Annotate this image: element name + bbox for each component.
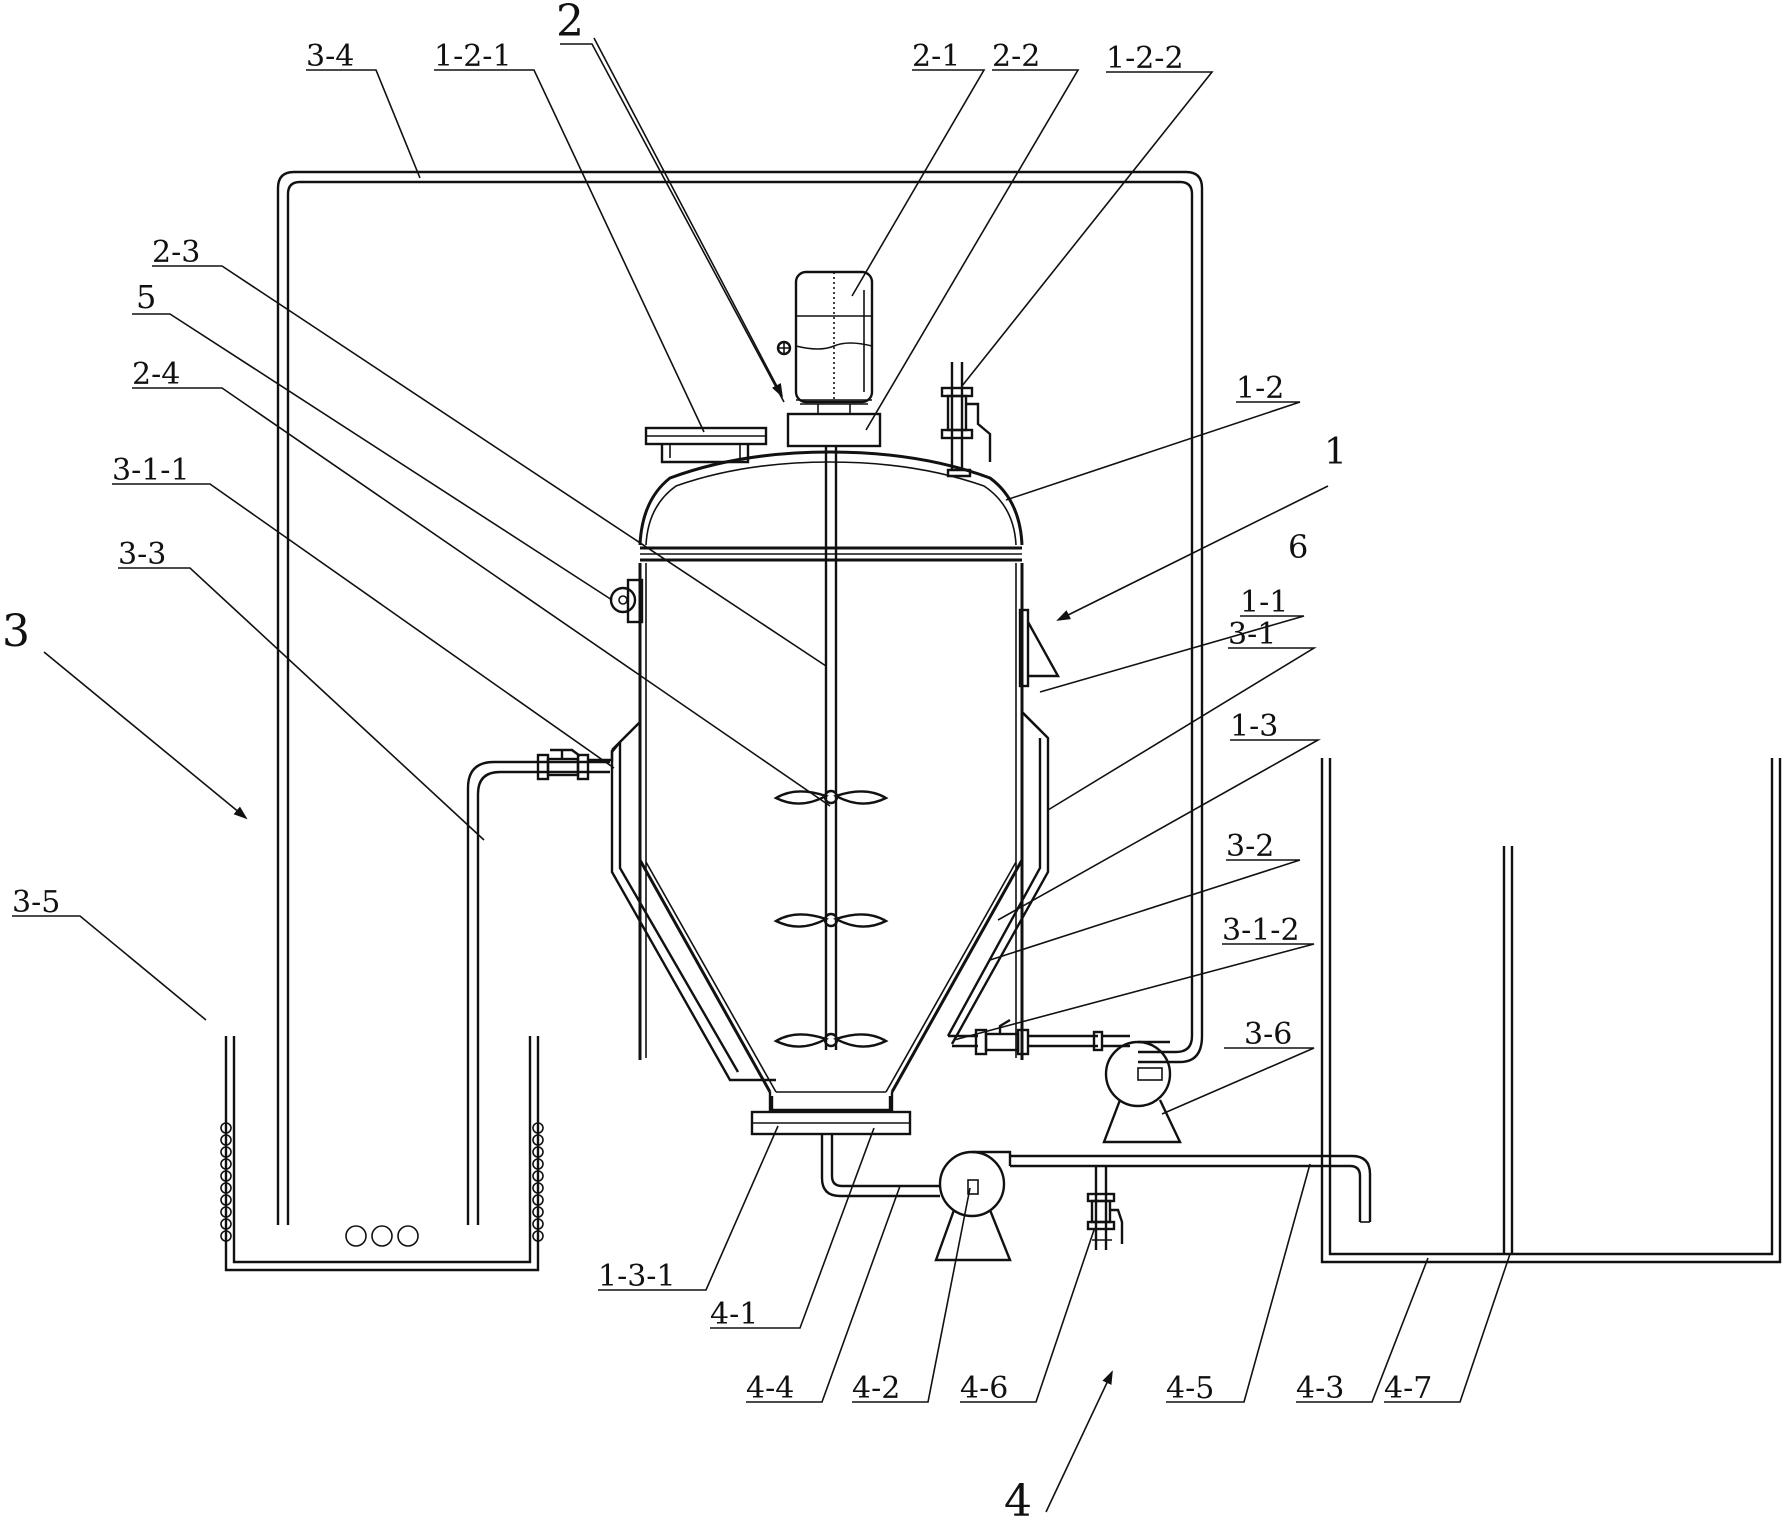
label-2-2: 2-2 [992,39,1040,74]
label-4-1: 4-1 [710,1297,758,1332]
label-4-2: 4-2 [852,1371,900,1406]
label-3-4: 3-4 [306,39,354,74]
label-3-5: 3-5 [12,885,60,920]
discharge-pump [934,1150,1012,1262]
bottom-discharge-flange [750,1096,912,1136]
agitator-motor [776,270,874,405]
leader-lines [12,43,1511,1403]
gear-reducer [786,404,882,448]
label-1-1: 1-1 [1240,585,1288,620]
discharge-line [820,1134,940,1198]
receiving-tank [1320,758,1782,1264]
label-1-3-1: 1-3-1 [598,1259,676,1294]
label-4-3: 4-3 [1296,1371,1344,1406]
label-4-5: 4-5 [1166,1371,1214,1406]
label-2-3: 2-3 [152,235,200,270]
label-3-1: 3-1 [1228,617,1276,652]
label-6: 6 [1288,528,1308,566]
label-2-4: 2-4 [132,357,180,392]
label-2-1: 2-1 [912,39,960,74]
labels: 2 3 4 1 5 6 3-4 1-2-1 2-1 2-2 1-2-2 2-3 … [2,0,1432,1527]
feed-inlet [644,426,768,464]
impeller-blades-bottom [773,1032,889,1048]
label-4: 4 [1004,1476,1032,1527]
agitator-shaft [824,446,838,1050]
inlet-valve-handle [550,748,581,759]
label-3-3: 3-3 [118,537,166,572]
label-3-6: 3-6 [1244,1017,1292,1052]
label-3-2: 3-2 [1226,829,1274,864]
label-5: 5 [136,278,156,316]
heating-jacket [610,711,1050,1082]
label-4-4: 4-4 [746,1371,794,1406]
label-3-1-2: 3-1-2 [1222,913,1300,948]
inlet-flange-b [576,753,590,781]
label-2: 2 [556,0,584,47]
circulation-pump [1102,1040,1182,1144]
jacket-outlet-pipe [948,1018,1130,1056]
heating-element-bottom [345,1225,419,1247]
heating-water-bath [220,1036,544,1272]
label-1-3: 1-3 [1230,709,1278,744]
sampling-valve [1086,1166,1124,1250]
label-3: 3 [2,606,30,657]
label-4-6: 4-6 [960,1371,1008,1406]
label-1-2-1: 1-2-1 [434,39,512,74]
heating-coil-left [220,1122,232,1242]
heating-coil-right [532,1122,544,1242]
side-port [609,578,644,624]
label-4-7: 4-7 [1384,1371,1432,1406]
inlet-flange-a [536,753,550,781]
top-vent-valve [940,362,992,478]
assembly-arrows [43,37,1329,1513]
side-sensor [1018,608,1061,688]
label-1-2: 1-2 [1236,371,1284,406]
overhead-return-pipe [276,170,1204,1225]
reaction-vessel [638,450,1024,1112]
supply-pipe [466,741,621,1225]
impeller-blades-top [773,789,889,805]
label-1: 1 [1324,432,1347,473]
label-1-2-2: 1-2-2 [1106,41,1184,76]
label-3-1-1: 3-1-1 [112,453,190,488]
transfer-pipe [1010,1154,1372,1223]
impeller-blades-middle [773,912,889,928]
